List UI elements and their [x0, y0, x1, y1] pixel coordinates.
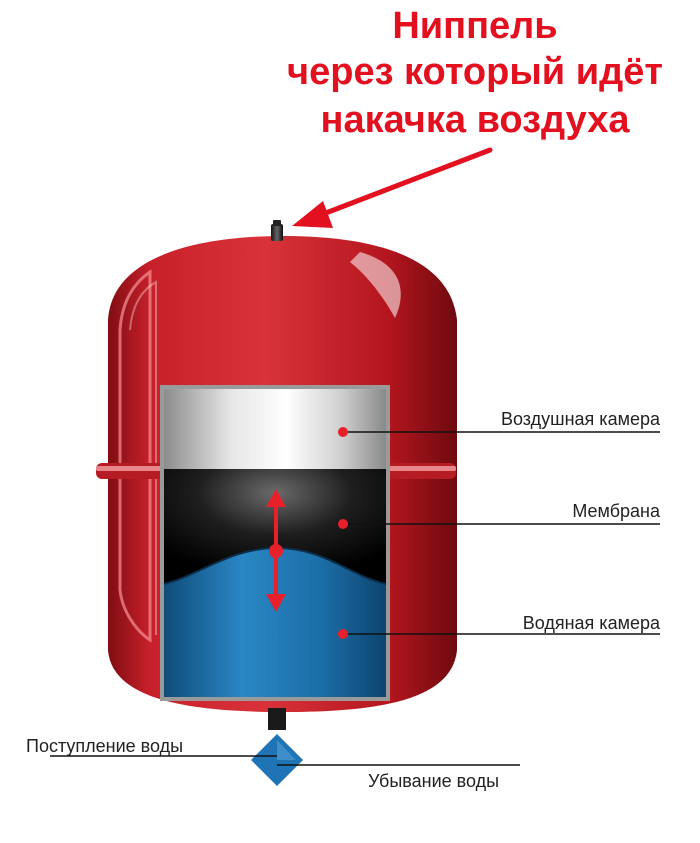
- nipple-valve-cap: [273, 220, 281, 226]
- callout-air: [338, 427, 660, 437]
- label-membrane: Мембрана: [572, 501, 660, 521]
- outlet-pipe: [268, 708, 286, 730]
- headline-line-1: Ниппель: [392, 5, 558, 47]
- tank-highlight: [350, 252, 401, 318]
- headline-line-2: через который идёт: [287, 51, 663, 93]
- callout-water: [338, 629, 660, 639]
- membrane-motion-arrow: [266, 489, 286, 612]
- label-air-chamber: Воздушная камера: [500, 409, 660, 429]
- tank-side-highlight: [118, 269, 152, 643]
- nipple-pointer-arrow: [292, 147, 493, 228]
- label-water-chamber: Водяная камера: [522, 613, 660, 633]
- water-chamber: [164, 548, 386, 697]
- label-water-out: Убывание воды: [368, 771, 500, 791]
- tank-side-highlight-2: [129, 280, 157, 635]
- label-water-in: Поступление воды: [26, 736, 184, 756]
- callout-membrane: [338, 519, 660, 529]
- flow-diamond-shine: [277, 740, 296, 760]
- air-chamber: [164, 389, 386, 469]
- headline-line-3: накачка воздуха: [320, 99, 630, 141]
- nipple-valve: [271, 224, 283, 241]
